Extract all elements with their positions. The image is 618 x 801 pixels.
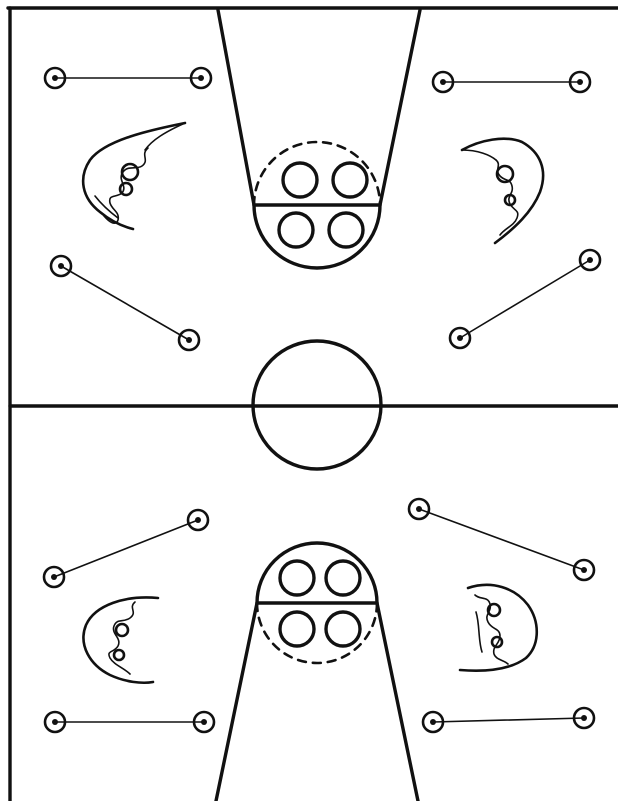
paper-background <box>0 0 618 801</box>
court-diagram <box>0 0 618 801</box>
